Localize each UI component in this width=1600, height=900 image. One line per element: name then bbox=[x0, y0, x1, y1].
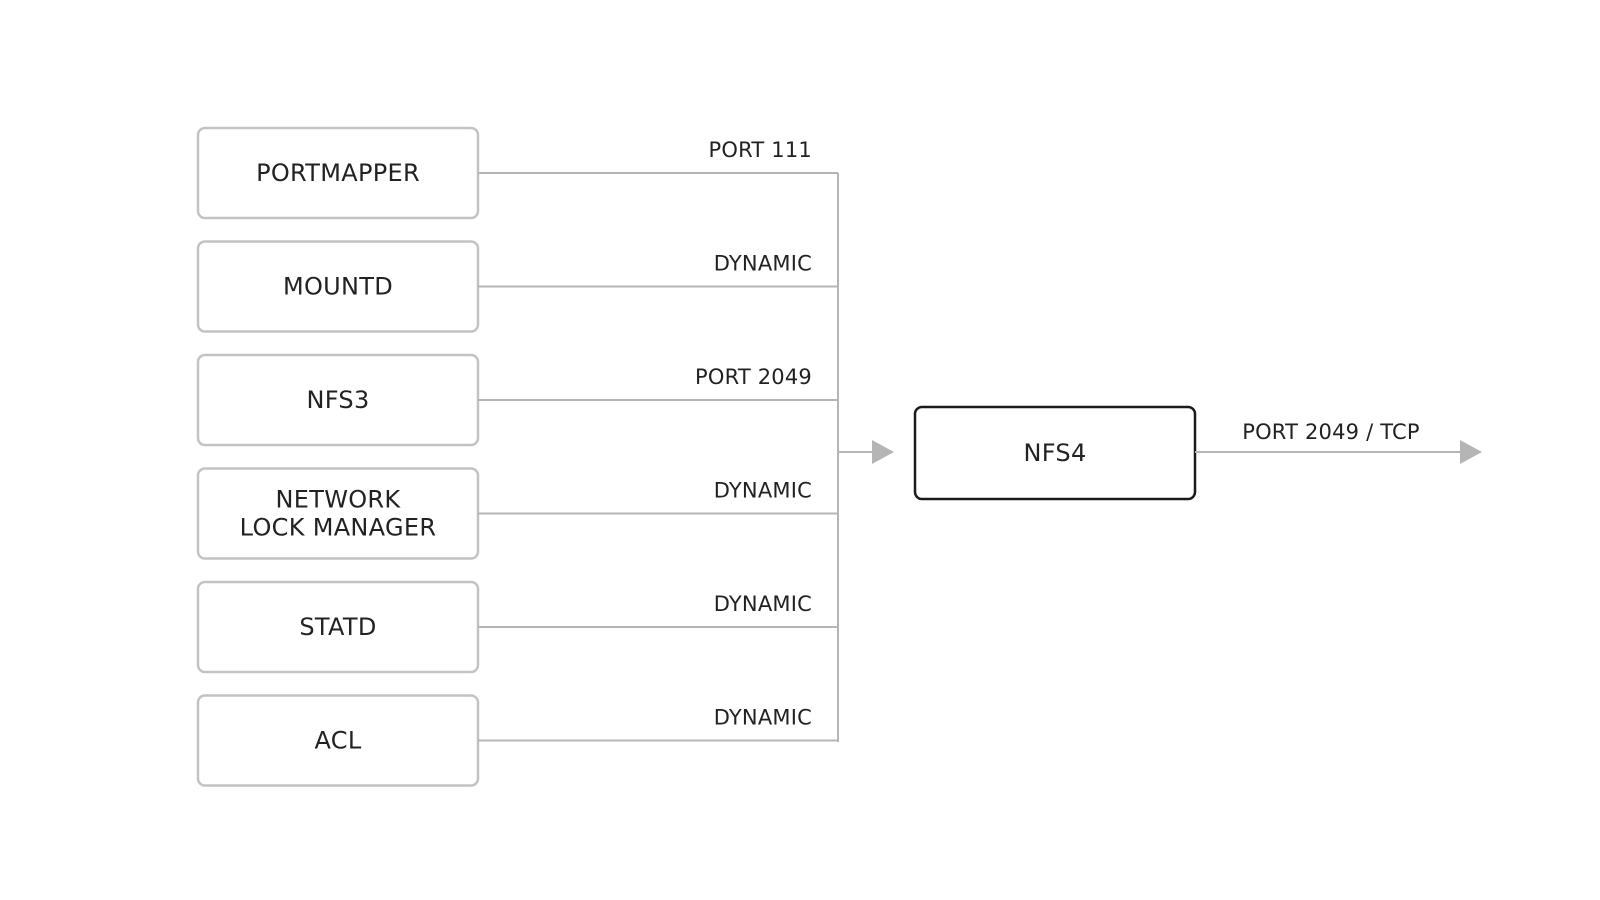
service-label-acl: ACL bbox=[314, 727, 361, 755]
service-node-nfs3: NFS3 PORT 2049 bbox=[196, 353, 838, 447]
port-label-network-lock-manager: DYNAMIC bbox=[714, 479, 812, 503]
port-label-statd: DYNAMIC bbox=[714, 592, 812, 616]
port-label-nfs3: PORT 2049 bbox=[695, 365, 812, 389]
nfs4-label: NFS4 bbox=[1023, 439, 1086, 467]
service-label-portmapper: PORTMAPPER bbox=[256, 159, 420, 187]
output-port-label: PORT 2049 / TCP bbox=[1242, 420, 1420, 444]
service-node-mountd: MOUNTD DYNAMIC bbox=[196, 240, 838, 333]
output-arrowhead-icon bbox=[1460, 440, 1482, 464]
service-node-statd: STATD DYNAMIC bbox=[196, 580, 838, 674]
service-label-network-lock-manager-line-2: LOCK MANAGER bbox=[240, 514, 437, 542]
port-label-mountd: DYNAMIC bbox=[714, 252, 812, 276]
port-label-portmapper: PORT 111 bbox=[709, 138, 812, 162]
service-node-acl: ACL DYNAMIC bbox=[196, 694, 838, 787]
service-label-mountd: MOUNTD bbox=[283, 273, 393, 301]
service-label-statd: STATD bbox=[299, 613, 376, 641]
service-label-network-lock-manager-line-1: NETWORK bbox=[276, 486, 402, 514]
bus-arrowhead-icon bbox=[872, 440, 894, 464]
nfs4-node: NFS4 bbox=[913, 405, 1197, 501]
port-label-acl: DYNAMIC bbox=[714, 706, 812, 730]
service-node-portmapper: PORTMAPPER PORT 111 bbox=[196, 126, 838, 220]
service-label-nfs3: NFS3 bbox=[306, 386, 369, 414]
